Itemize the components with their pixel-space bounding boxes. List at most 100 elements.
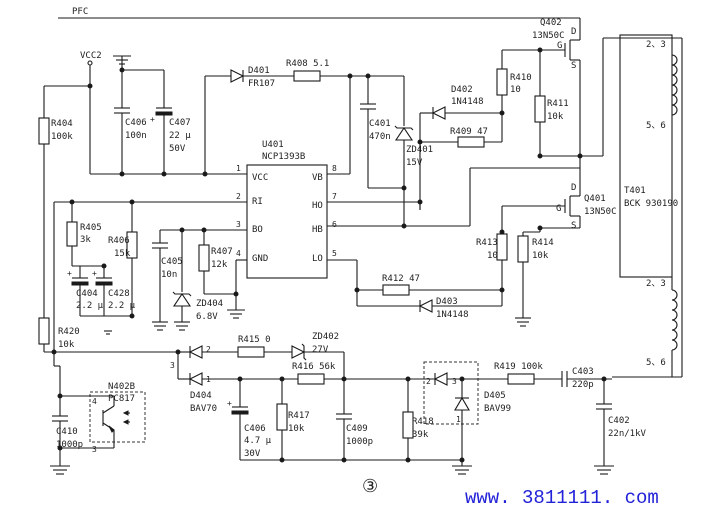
svg-text:D403: D403 [436, 297, 458, 307]
resistor-r419: R419 100k [494, 362, 562, 385]
svg-text:13N50C: 13N50C [532, 31, 565, 41]
svg-text:R406: R406 [108, 236, 130, 246]
svg-text:8: 8 [332, 164, 337, 173]
svg-text:R410: R410 [510, 73, 532, 83]
capacitor-c410: C410 1000p [50, 396, 86, 475]
svg-text:2: 2 [236, 192, 241, 201]
svg-text:N402B: N402B [108, 382, 135, 392]
optocoupler-n402b: N402B PC817 4 3 [53, 352, 146, 454]
svg-text:2、3: 2、3 [646, 40, 666, 50]
resistor-r413: R413 10 [476, 233, 508, 261]
svg-text:3k: 3k [80, 235, 91, 245]
svg-text:PC817: PC817 [108, 394, 135, 404]
svg-text:2: 2 [426, 377, 431, 386]
svg-text:1N4148: 1N4148 [451, 97, 484, 107]
vcc2-label: VCC2 [80, 51, 102, 61]
svg-text:R419 100k: R419 100k [494, 362, 543, 372]
svg-text:2.2 μ: 2.2 μ [76, 301, 104, 311]
svg-text:VB: VB [312, 173, 323, 183]
svg-text:FR107: FR107 [248, 79, 275, 89]
svg-text:C407: C407 [169, 118, 191, 128]
svg-text:BAV70: BAV70 [190, 404, 217, 414]
svg-text:T401: T401 [624, 186, 646, 196]
svg-text:BAV99: BAV99 [484, 404, 511, 414]
svg-text:22n/1kV: 22n/1kV [608, 429, 647, 439]
resistor-r409: R409 47 [420, 113, 503, 148]
diode-d404: 3 2 1 D404 BAV70 [170, 345, 408, 414]
capacitor-c428: + C428 2.2 μ [80, 266, 136, 335]
svg-text:D405: D405 [484, 391, 506, 401]
svg-text:R418: R418 [412, 417, 434, 427]
svg-text:470n: 470n [369, 132, 391, 142]
svg-text:100k: 100k [51, 132, 73, 142]
vcc2-net: VCC2 [80, 51, 247, 175]
capacitor-c404: + C404 2.2 μ [67, 266, 104, 316]
resistor-r418: R418 39k [402, 379, 434, 460]
svg-text:3: 3 [170, 361, 175, 370]
svg-text:RI: RI [252, 197, 263, 207]
svg-text:R416 56k: R416 56k [292, 362, 336, 372]
svg-text:R405: R405 [80, 223, 102, 233]
svg-text:15V: 15V [406, 158, 423, 168]
svg-text:+: + [67, 269, 72, 278]
svg-text:+: + [227, 399, 232, 408]
diode-d401: D401 FR107 [204, 66, 294, 174]
svg-text:S: S [571, 61, 576, 71]
svg-text:12k: 12k [211, 260, 228, 270]
svg-text:C402: C402 [608, 416, 630, 426]
half-bridge-node [469, 37, 682, 226]
ground-symbol-ic [227, 309, 245, 319]
svg-text:C428: C428 [108, 289, 130, 299]
svg-text:2: 2 [206, 345, 211, 354]
svg-text:C410: C410 [56, 427, 78, 437]
svg-text:D404: D404 [190, 391, 212, 401]
svg-text:10: 10 [487, 251, 498, 261]
svg-text:R413: R413 [476, 238, 498, 248]
svg-text:Q402: Q402 [540, 18, 562, 28]
svg-text:39k: 39k [412, 430, 429, 440]
svg-text:100n: 100n [125, 131, 147, 141]
transformer-t401: 2、3 5、6 T401 BCK 930190 2、3 5、6 [612, 34, 683, 378]
svg-text:2、3: 2、3 [646, 279, 666, 289]
svg-text:R415 0: R415 0 [238, 335, 271, 345]
svg-text:R420: R420 [58, 327, 80, 337]
svg-text:C405: C405 [161, 257, 183, 267]
svg-text:BCK 930190: BCK 930190 [624, 199, 678, 209]
svg-text:C406: C406 [125, 118, 147, 128]
svg-text:Q401: Q401 [584, 194, 606, 204]
capacitor-c406-top: C406 100n [114, 70, 147, 174]
pfc-label: PFC [72, 7, 88, 17]
svg-text:ZD404: ZD404 [196, 299, 223, 309]
svg-text:3: 3 [236, 220, 241, 229]
resistor-r406: R406 15k [108, 231, 138, 316]
svg-text:C404: C404 [76, 289, 98, 299]
svg-text:R409 47: R409 47 [450, 127, 488, 137]
svg-text:6: 6 [332, 220, 337, 229]
svg-text:4: 4 [92, 397, 97, 406]
svg-text:1N4148: 1N4148 [436, 310, 469, 320]
svg-text:10k: 10k [532, 251, 549, 261]
svg-text:D401: D401 [248, 66, 270, 76]
svg-text:R404: R404 [51, 119, 73, 129]
zener-zd404: ZD404 6.8V [172, 291, 223, 331]
svg-text:C403: C403 [572, 367, 594, 377]
capacitor-c409: C409 1000p [240, 379, 462, 461]
diode-d405: 2 3 1 D405 BAV99 [408, 361, 511, 475]
svg-text:15k: 15k [114, 249, 131, 259]
svg-text:10k: 10k [547, 112, 564, 122]
resistor-r420: R420 10k [38, 196, 178, 353]
svg-text:13N50C: 13N50C [584, 207, 617, 217]
svg-text:1: 1 [236, 164, 241, 173]
ic-u401: U401 NCP1393B VCC RI BO GND VB HO HB LO … [236, 140, 337, 279]
svg-text:2.2 μ: 2.2 μ [108, 301, 136, 311]
svg-text:C409: C409 [346, 424, 368, 434]
zener-zd401: ZD401 15V [368, 75, 433, 226]
figure-number: ③ [362, 476, 378, 497]
resistor-r414: R414 10k [515, 231, 554, 327]
resistor-r405: R405 3k [66, 221, 104, 267]
resistor-r411: R411 10k [534, 50, 580, 157]
svg-text:R408 5.1: R408 5.1 [286, 59, 329, 69]
svg-text:VCC: VCC [252, 173, 268, 183]
svg-text:G: G [556, 204, 561, 214]
resistor-r404: R404 100k [38, 85, 90, 196]
